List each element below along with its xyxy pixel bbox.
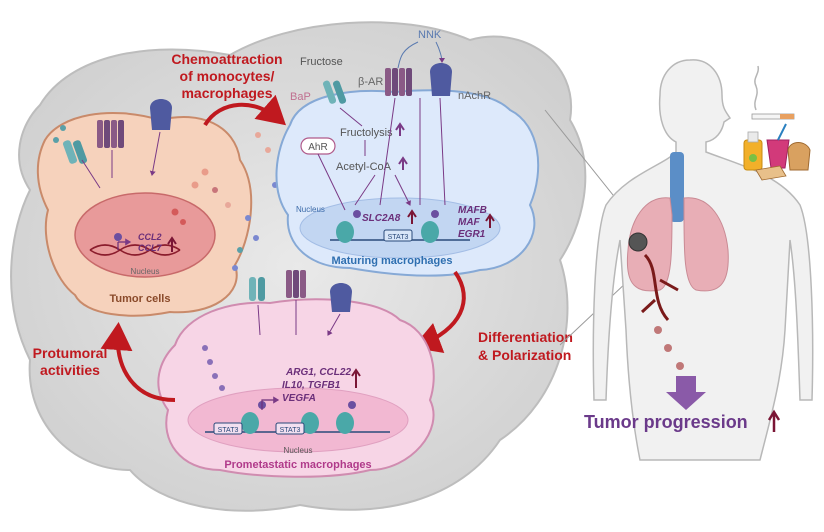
tumor-nucleus-label: Nucleus: [131, 267, 160, 276]
receptor-icon: [62, 140, 88, 164]
gene-maf: MAF: [458, 217, 481, 228]
channel-icon: [150, 99, 172, 130]
nnk-label: NNK: [418, 29, 442, 41]
gene-arg1-ccl22: ARG1, CCL22: [285, 367, 351, 378]
gene-vegfa: VEGFA: [282, 393, 316, 404]
progression-down-arrow: [666, 376, 706, 410]
stat3-label: STAT3: [280, 427, 301, 434]
polarization-label: & Polarization: [478, 347, 571, 363]
maturing-nucleus: [299, 197, 501, 259]
up-arrow-icon: [351, 368, 361, 388]
smoothie-icon: [766, 123, 790, 169]
stat3-box: [275, 422, 305, 435]
chemoattraction-label-2: of monocytes/: [180, 68, 275, 84]
gene-egr1: EGR1: [458, 229, 486, 240]
blood-vessel-icon: [640, 253, 679, 322]
fructose-transporter-icon: [322, 80, 347, 104]
acetylcoa-label: Acetyl-CoA: [336, 161, 392, 173]
chemoattraction-label: Chemoattraction: [171, 51, 282, 67]
gene-mafb: MAFB: [458, 205, 487, 216]
stat3-box: [383, 229, 413, 242]
protumoral-arrow: [100, 322, 176, 402]
up-arrow-icon: [395, 122, 405, 136]
protumoral-label: Protumoral: [33, 345, 108, 361]
tumor-progression-label: Tumor progression: [584, 412, 748, 432]
beta-ar-label: β-AR: [358, 76, 383, 88]
tumor-cells-title: Tumor cells: [110, 293, 171, 305]
up-arrow-icon: [167, 236, 177, 252]
right-lung-icon: [683, 197, 729, 292]
gpcr-icon: [97, 120, 124, 148]
bap-label: BaP: [290, 91, 311, 103]
receptor-icon: [249, 277, 265, 301]
nachr-receptor-icon: [430, 63, 452, 96]
trachea-icon: [670, 152, 684, 222]
gene-ccl7: CCL7: [138, 243, 162, 253]
protumoral-label-2: activities: [40, 362, 100, 378]
gpcr-icon: [286, 270, 306, 298]
nucleosome-icon: [241, 412, 259, 434]
gene-slc2a8: SLC2A8: [362, 213, 401, 224]
nucleosome-icon: [336, 221, 354, 243]
up-arrow-icon: [398, 156, 408, 170]
stat3-box: [213, 422, 243, 435]
cytokine-dots: [202, 345, 225, 391]
ahr-label: AhR: [308, 142, 327, 153]
gene-ccl2: CCL2: [138, 232, 162, 242]
chemoattraction-label-3: macrophages: [181, 85, 272, 101]
maturing-title: Maturing macrophages: [331, 255, 452, 267]
up-arrow-icon: [485, 213, 495, 228]
nucleosome-icon: [336, 412, 354, 434]
prometastatic-title: Prometastatic macrophages: [224, 459, 371, 471]
differentiation-arrow: [412, 270, 466, 353]
nachr-label: nAchR: [458, 90, 491, 102]
up-arrow-icon: [767, 409, 781, 432]
juice-icon: [743, 131, 763, 171]
bread-icon: [755, 142, 811, 181]
tumor-mass-icon: [628, 232, 648, 252]
nucleosome-icon: [301, 412, 319, 434]
fructose-label: Fructose: [300, 56, 343, 68]
fructolysis-label: Fructolysis: [340, 127, 393, 139]
gene-il10-tgfb1: IL10, TGFB1: [282, 380, 341, 391]
beta-ar-receptor-icon: [385, 68, 412, 96]
metastatic-cell-dots: [654, 326, 684, 370]
channel-icon: [330, 283, 352, 312]
stat3-label: STAT3: [388, 234, 409, 241]
chemoattraction-arrow: [203, 94, 287, 127]
nucleosome-icon: [421, 221, 439, 243]
cigarette-icon: [751, 65, 795, 120]
differentiation-label: Differentiation: [478, 329, 573, 345]
tumor-nucleus: [74, 192, 216, 278]
maturing-nucleus-label: Nucleus: [296, 205, 325, 214]
left-lung-icon: [626, 197, 673, 292]
stat3-label: STAT3: [218, 427, 239, 434]
up-arrow-icon: [407, 209, 417, 224]
prometastatic-nucleus-label: Nucleus: [284, 446, 313, 455]
